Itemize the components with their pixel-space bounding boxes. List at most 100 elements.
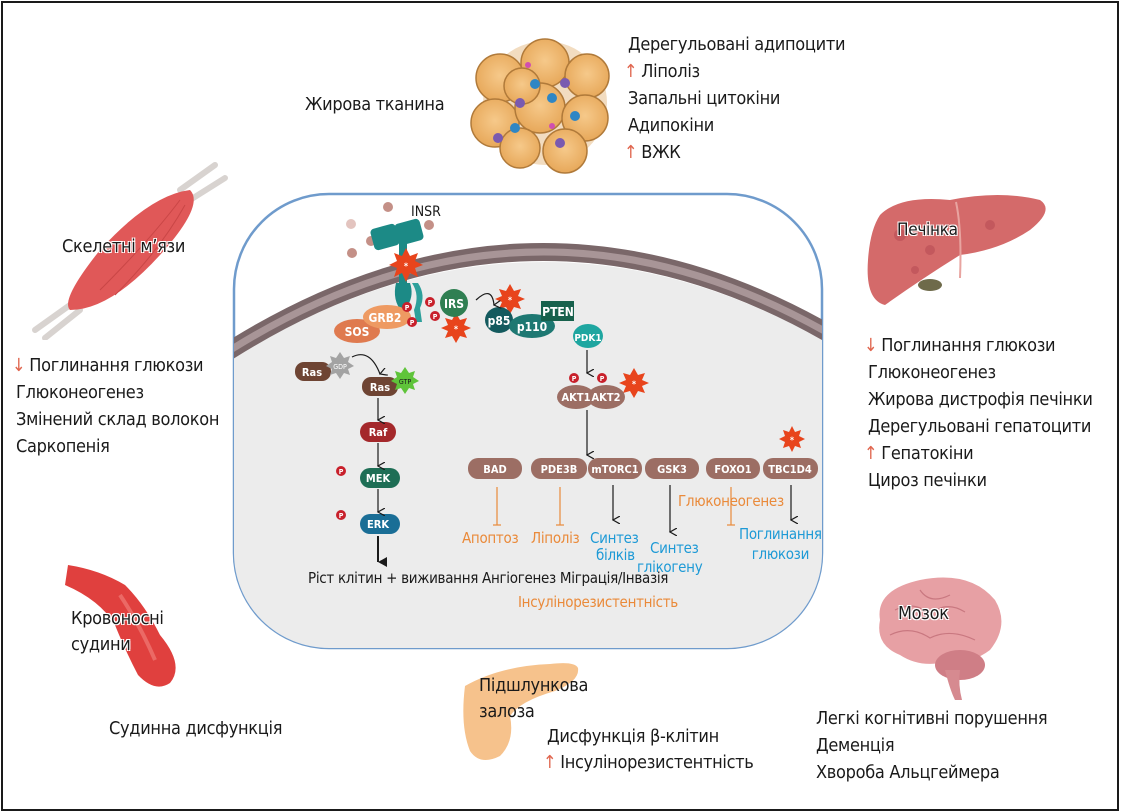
svg-text:*: *: [404, 262, 409, 272]
node-p85: [485, 307, 513, 333]
svg-text:P: P: [339, 468, 344, 476]
svg-text:P: P: [600, 375, 605, 383]
effector-gsk3: GSK3: [657, 463, 687, 476]
adipose-label: Жирова тканина: [305, 94, 445, 115]
adipose-effect: ↑Ліполіз: [624, 61, 700, 82]
liver-effect: ↓Поглинання глюкози: [864, 335, 1056, 356]
effector-bad: BAD: [483, 463, 506, 476]
label-pten: PTEN: [542, 305, 574, 319]
muscle-effect: Змінений склад волокон: [16, 409, 220, 430]
effector-mtorc1: mTORC1: [591, 463, 638, 476]
label-insr: INSR: [411, 204, 441, 220]
blood-vessel-image: [65, 565, 176, 687]
brain-effect: Деменція: [816, 735, 895, 756]
vessels-effect: Судинна дисфункція: [109, 718, 283, 739]
starburst-akt2: [619, 368, 649, 398]
liver-effects: ↓Поглинання глюкози Глюконеогенез Жирова…: [864, 332, 1093, 494]
label-ras-gtp: Ras: [370, 381, 390, 394]
brain-effect: Легкі когнітивні порушення: [816, 708, 1048, 729]
phospho-markers: [336, 297, 607, 520]
svg-text:P: P: [428, 299, 433, 307]
node-ras-gtp: [362, 377, 398, 396]
outcome-glycogen-synthesis: Синтез глікогену: [637, 539, 703, 576]
pathway-arrows: [351, 293, 791, 567]
outcome-lipolysis: Ліполіз: [531, 529, 580, 547]
node-sos: [334, 319, 380, 343]
liver-effect: Глюконеогенез: [868, 362, 996, 383]
outcome-protein-synthesis: Синтез білків: [590, 529, 639, 564]
adipose-effect: Дерегульовані адипоцити: [628, 34, 846, 55]
adipose-tissue-image: [470, 38, 610, 174]
pancreas-effect: ↑Інсулінорезистентність: [543, 752, 754, 773]
liver-effect: Дерегульовані гепатоцити: [868, 416, 1092, 437]
effector-nodes: [468, 458, 818, 479]
node-raf: [360, 422, 396, 442]
outcome-apoptosis: Апоптоз: [462, 529, 519, 547]
svg-text:P: P: [339, 512, 344, 520]
effector-pde3b: PDE3B: [541, 463, 578, 476]
starbursts: [389, 248, 805, 452]
muscle-effect: Саркопенія: [16, 436, 110, 457]
mapk-outcome: Міграція/Інвазія: [559, 569, 669, 587]
node-akt2: [587, 385, 625, 409]
effector-foxo1: FOXO1: [714, 463, 751, 476]
svg-text:P: P: [572, 375, 577, 383]
liver-effect: Жирова дистрофія печінки: [868, 389, 1093, 410]
node-mek: [360, 468, 400, 488]
outcome-glucose-uptake: Поглинання глюкози: [739, 525, 822, 563]
liver-label: Печінка: [897, 220, 958, 240]
label-p85: p85: [488, 314, 511, 328]
outcome-insulin-resistance: Інсулінорезистентність: [518, 593, 678, 611]
svg-text:P: P: [433, 313, 438, 321]
svg-text:*: *: [790, 436, 795, 446]
mapk-outcomes: Ріст клітин + виживання Ангіогенез Мігра…: [308, 567, 668, 589]
adipose-effect: ↑ВЖК: [624, 142, 681, 163]
svg-text:P: P: [410, 319, 415, 327]
starburst-insr: [389, 248, 423, 282]
brain-label: Мозок: [898, 603, 949, 624]
mapk-outcome: Ріст клітин + виживання: [308, 569, 479, 587]
outcome-gluconeogenesis: Глюконеогенез: [678, 492, 784, 510]
svg-text:GTP: GTP: [399, 378, 411, 386]
label-raf: Raf: [369, 426, 388, 439]
label-akt2: AKT2: [592, 391, 621, 404]
pancreas-effect: Дисфункція β-клітин: [547, 726, 719, 747]
muscle-effect: Глюконеогенез: [16, 382, 144, 403]
svg-text:P: P: [405, 304, 410, 312]
liver-effect: ↑Гепатокіни: [864, 443, 974, 464]
cytoplasm: [234, 262, 822, 648]
starburst-irs: [441, 313, 471, 343]
node-akt1: [557, 385, 595, 409]
svg-text:*: *: [454, 325, 459, 335]
skeletal-muscle-image: [32, 162, 228, 340]
pancreas-image: [463, 663, 579, 760]
brain-effect: Хвороба Альцгеймера: [816, 762, 1000, 783]
starburst-p85: [495, 284, 525, 314]
label-akt1: AKT1: [562, 391, 591, 404]
adipose-effect: Адипокіни: [628, 115, 714, 136]
pancreas-effects: Дисфункція β-клітин ↑Інсулінорезистентні…: [543, 724, 754, 776]
vessels-label: Кровоносні судини: [71, 608, 164, 655]
brain-image: [879, 577, 1002, 700]
node-pten: [541, 301, 574, 321]
gtp-badge: [391, 367, 419, 394]
node-erk: [360, 514, 400, 534]
liver-image: [867, 195, 1046, 305]
muscle-effects: ↓Поглинання глюкози Глюконеогенез Змінен…: [12, 352, 219, 460]
svg-text:GDP: GDP: [333, 363, 347, 371]
label-grb2: GRB2: [369, 311, 402, 325]
label-mek: MEK: [366, 472, 391, 485]
muscle-label: Скелетні м’язи: [62, 236, 186, 257]
mapk-outcome: Ангіогенез: [482, 569, 556, 587]
adipose-effects: Дерегульовані адипоцити ↑Ліполіз Запальн…: [624, 31, 846, 166]
adipose-effect: Запальні цитокіни: [628, 88, 781, 109]
muscle-effect: ↓Поглинання глюкози: [12, 355, 204, 376]
label-pdk1: PDK1: [574, 333, 601, 344]
node-pdk1: [573, 324, 603, 348]
starburst-tbc1d4: [779, 426, 805, 452]
inhibition-lines: [493, 487, 735, 526]
gdp-badge: [326, 352, 354, 379]
label-erk: ERK: [367, 518, 389, 531]
